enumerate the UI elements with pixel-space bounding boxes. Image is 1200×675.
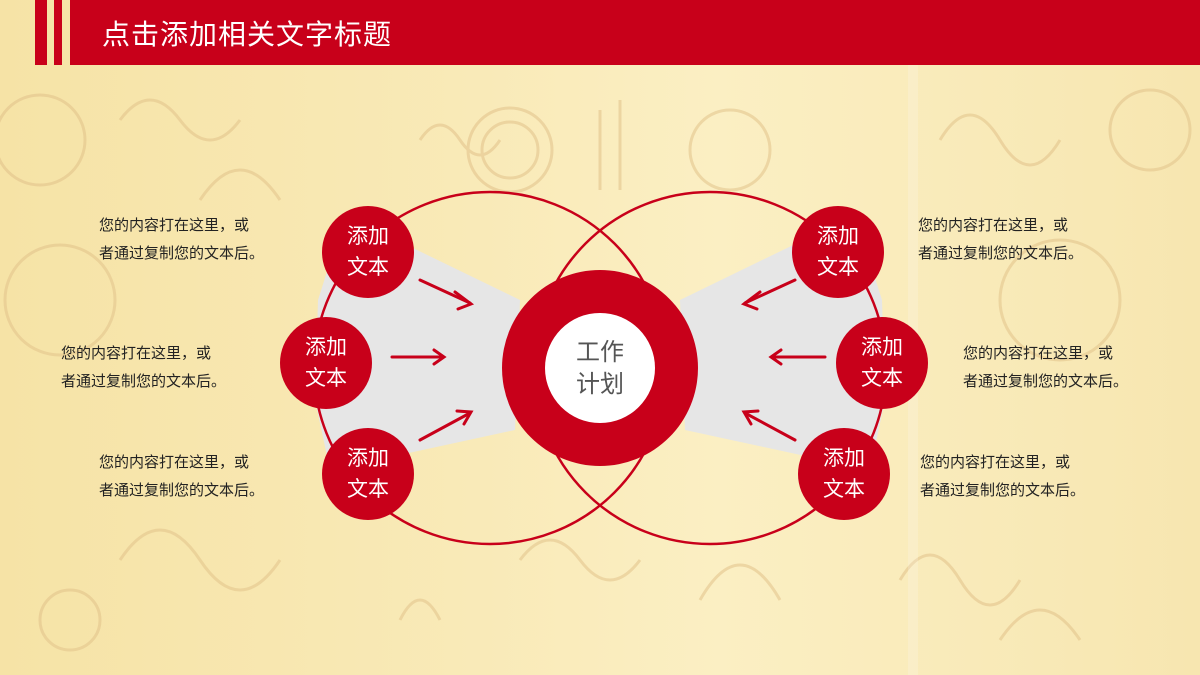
arrow-icon	[418, 409, 474, 442]
node-label-line1: 添加	[823, 446, 865, 470]
node-label-line2: 文本	[823, 477, 865, 501]
node-left-middle[interactable]: 添加 文本	[280, 317, 372, 409]
description-line2: 者通过复制您的文本后。	[99, 481, 265, 499]
description-line2: 者通过复制您的文本后。	[920, 481, 1086, 499]
node-label-line1: 添加	[861, 335, 903, 359]
header-accent-stripe	[35, 0, 47, 65]
arrow-icon	[390, 348, 447, 366]
description-right-top[interactable]: 您的内容打在这里，或 者通过复制您的文本后。	[918, 211, 1083, 267]
node-label-line2: 文本	[861, 366, 903, 390]
node-label-line2: 文本	[817, 255, 859, 279]
node-label-line2: 文本	[305, 366, 347, 390]
description-line1: 您的内容打在这里，或	[963, 344, 1114, 362]
node-left-bottom[interactable]: 添加 文本	[322, 428, 414, 520]
node-right-middle[interactable]: 添加 文本	[836, 317, 928, 409]
description-right-middle[interactable]: 您的内容打在这里，或 者通过复制您的文本后。	[963, 339, 1128, 395]
description-line1: 您的内容打在这里，或	[99, 216, 250, 234]
node-label-line1: 添加	[347, 224, 389, 248]
description-line1: 您的内容打在这里，或	[920, 453, 1071, 471]
description-left-bottom[interactable]: 您的内容打在这里，或 者通过复制您的文本后。	[99, 448, 264, 504]
node-right-bottom[interactable]: 添加 文本	[798, 428, 890, 520]
node-label-line1: 添加	[305, 335, 347, 359]
node-label-line1: 添加	[347, 446, 389, 470]
center-core: 工作 计划	[545, 313, 655, 423]
page-title[interactable]: 点击添加相关文字标题	[102, 17, 393, 51]
node-label-line1: 添加	[817, 224, 859, 248]
center-label-line2: 计划	[576, 370, 624, 398]
arrow-icon	[740, 278, 797, 311]
description-right-bottom[interactable]: 您的内容打在这里，或 者通过复制您的文本后。	[920, 448, 1085, 504]
description-line2: 者通过复制您的文本后。	[61, 372, 227, 390]
arrow-icon	[741, 409, 797, 442]
description-line2: 者通过复制您的文本后。	[963, 372, 1129, 390]
node-label-line2: 文本	[347, 255, 389, 279]
header-accent-stripe	[54, 0, 62, 65]
node-left-top[interactable]: 添加 文本	[322, 206, 414, 298]
description-line2: 者通过复制您的文本后。	[918, 244, 1084, 262]
description-left-middle[interactable]: 您的内容打在这里，或 者通过复制您的文本后。	[61, 339, 226, 395]
description-line2: 者通过复制您的文本后。	[99, 244, 265, 262]
description-left-top[interactable]: 您的内容打在这里，或 者通过复制您的文本后。	[99, 211, 264, 267]
center-node[interactable]: 工作 计划	[502, 270, 698, 466]
node-label-line2: 文本	[347, 477, 389, 501]
node-right-top[interactable]: 添加 文本	[792, 206, 884, 298]
arrow-icon	[418, 278, 475, 311]
description-line1: 您的内容打在这里，或	[918, 216, 1069, 234]
description-line1: 您的内容打在这里，或	[99, 453, 250, 471]
arrow-icon	[768, 348, 827, 366]
header-bar: 点击添加相关文字标题	[70, 0, 1200, 65]
center-label-line1: 工作	[576, 338, 624, 366]
description-line1: 您的内容打在这里，或	[61, 344, 212, 362]
